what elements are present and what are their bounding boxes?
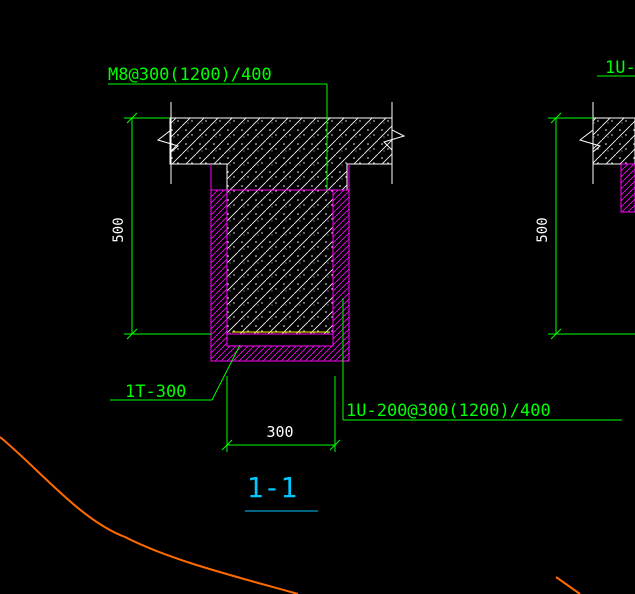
break-right-zigzag-break-icon: [383, 102, 406, 184]
height-dim-label: 500: [111, 217, 127, 242]
height-dim-label-right: 500: [535, 217, 551, 242]
top-rebar-label: M8@300(1200)/400: [108, 65, 272, 85]
top-rebar-leader: [108, 83, 328, 190]
width-dim-label: 300: [266, 423, 293, 441]
left-rebar-label: 1T-300: [125, 382, 186, 402]
slab-hatch-right: [592, 117, 635, 165]
right-rebar-label: 1U-200@300(1200)/400: [346, 401, 551, 421]
left-rebar-leader: [110, 344, 241, 401]
section-partial-right: 500 1U-: [535, 58, 635, 340]
beam-concrete: [227, 190, 333, 334]
right-rebar-leader: [342, 298, 622, 421]
slab-hatch: [169, 117, 393, 191]
right-partial-label: 1U-: [605, 58, 635, 78]
section-1-1: 500 300 M8@300(1200)/400 1T-300 1U-200@3…: [108, 65, 622, 512]
u-inner-line: [226, 190, 334, 335]
orange-boundary-curve: [0, 436, 299, 594]
section-title: 1-1: [247, 471, 298, 504]
orange-short-line: [555, 576, 581, 594]
height-dimension: [124, 112, 211, 340]
break-left-zigzag-break-icon: [156, 102, 180, 184]
height-dimension-right: [548, 112, 635, 340]
break-right-section-zigzag-break-icon: [578, 102, 602, 184]
u-channel-hatch-right: [620, 163, 635, 213]
width-dimension: [221, 376, 341, 452]
